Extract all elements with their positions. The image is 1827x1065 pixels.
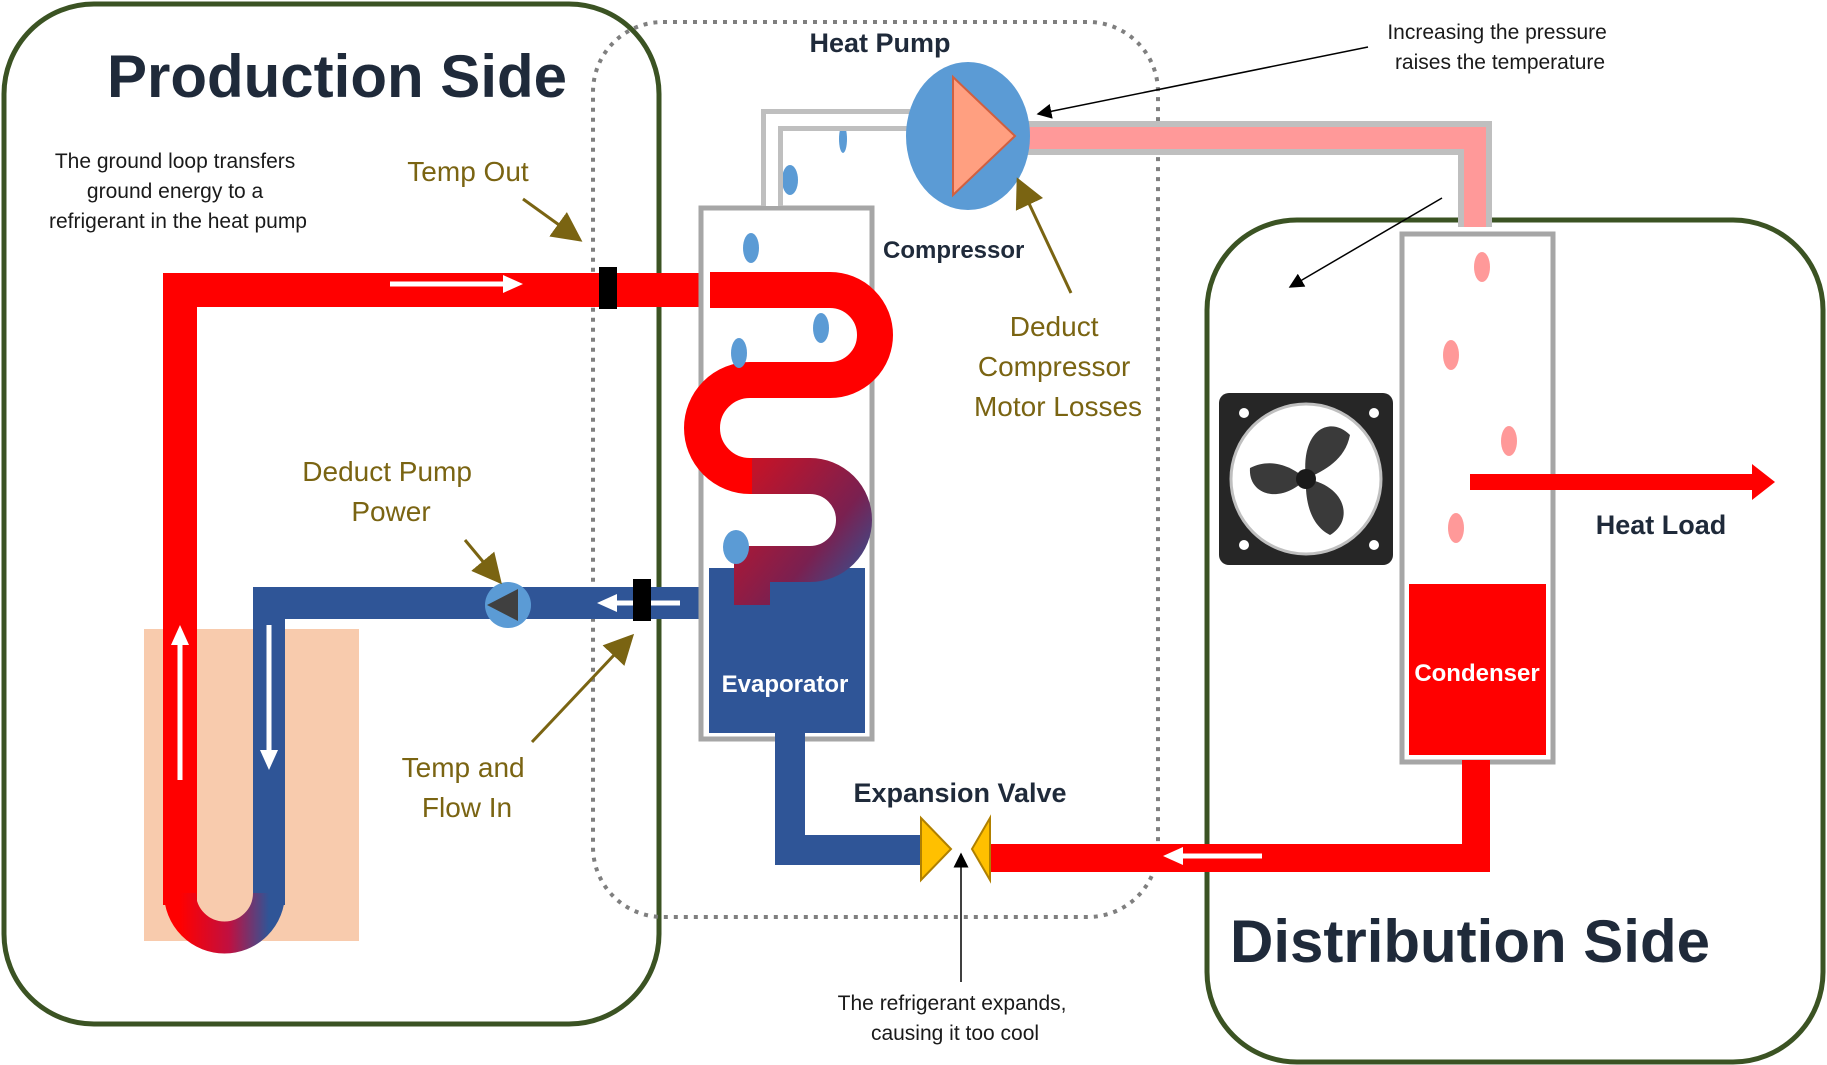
temp-out-label: Temp Out — [407, 156, 529, 187]
temp-flow-in-sensor — [633, 579, 651, 621]
compressor-losses-label-line: Deduct — [1010, 311, 1099, 342]
liquid-line-flow-arrow — [1163, 847, 1262, 865]
pump-power-label-line: Deduct Pump — [302, 456, 472, 487]
pressure-note: Increasing the pressure raises the tempe… — [1387, 21, 1612, 74]
temp-flow-in-label: Temp and Flow In — [402, 752, 533, 823]
leader-lines — [463, 46, 1443, 982]
evaporator-coil-hot — [684, 272, 893, 494]
fan-icon — [1219, 393, 1393, 565]
production-side-title: Production Side — [107, 43, 567, 110]
heat-load-arrow — [1470, 464, 1775, 500]
compressor-label: Compressor — [883, 237, 1024, 264]
evaporator-label: Evaporator — [722, 671, 849, 698]
condenser-liquid — [1409, 584, 1546, 755]
ground-loop-u-bend — [164, 892, 285, 954]
evaporator-bubbles — [723, 125, 847, 564]
pump-power-label: Deduct Pump Power — [302, 456, 479, 527]
heat-load-label: Heat Load — [1596, 510, 1727, 540]
evaporator-coil-cool — [734, 458, 872, 605]
pump-power-label-line: Power — [351, 496, 430, 527]
circulation-pump-icon — [485, 582, 531, 628]
compressor-icon — [906, 62, 1030, 210]
evaporator-inlet-pipe — [775, 733, 925, 865]
expansion-valve-label: Expansion Valve — [853, 778, 1066, 808]
compressor-losses-label: Deduct Compressor Motor Losses — [974, 311, 1142, 422]
heat-pump-title: Heat Pump — [809, 28, 950, 58]
temp-flow-in-label-line: Flow In — [422, 792, 512, 823]
pressure-note-line: Increasing the pressure — [1387, 21, 1606, 44]
pressure-note-line: raises the temperature — [1395, 51, 1605, 74]
distribution-side-title: Distribution Side — [1230, 908, 1710, 975]
ground-loop-return-pipe — [253, 587, 710, 905]
condenser-label: Condenser — [1414, 660, 1539, 687]
expansion-note: The refrigerant expands, causing it too … — [838, 992, 1073, 1045]
expansion-valve-icon — [920, 814, 991, 884]
condenser-droplets — [1443, 252, 1517, 543]
temp-flow-in-label-line: Temp and — [402, 752, 525, 783]
ground-loop-note-line: ground energy to a — [87, 180, 264, 203]
ground-loop-note: The ground loop transfers ground energy … — [49, 150, 307, 233]
compressor-losses-label-line: Motor Losses — [974, 391, 1142, 422]
compressor-losses-label-line: Compressor — [978, 351, 1130, 382]
temp-out-sensor — [599, 267, 617, 309]
distribution-zone — [1204, 217, 1826, 1065]
expansion-note-line: causing it too cool — [871, 1022, 1039, 1045]
heat-pump-zone — [591, 20, 1160, 919]
ground-loop-note-line: The ground loop transfers — [55, 150, 295, 173]
expansion-note-line: The refrigerant expands, — [838, 992, 1067, 1015]
hot-gas-pipe — [1025, 121, 1492, 227]
liquid-line — [985, 760, 1490, 872]
production-zone — [1, 1, 662, 1027]
evaporator-liquid — [709, 568, 865, 733]
ground-loop-note-line: refrigerant in the heat pump — [49, 210, 307, 233]
